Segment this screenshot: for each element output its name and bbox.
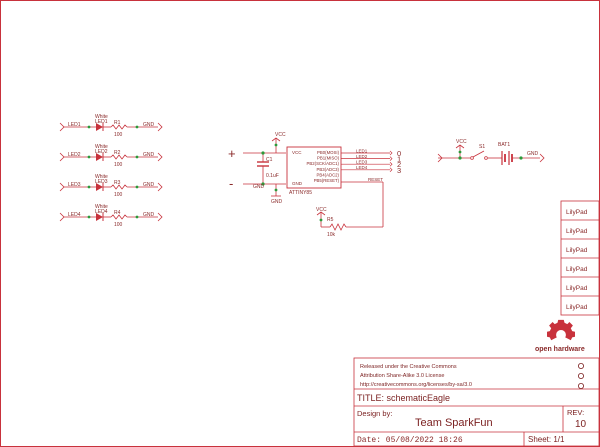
mcu-pad-number: 0	[397, 149, 401, 158]
mcu-net-label: RESET	[368, 177, 383, 182]
led-res-ref: R2	[114, 150, 121, 156]
switch-ref: S1	[479, 144, 485, 150]
logo-text: open hardware	[535, 346, 585, 353]
mcu-pin-label: PB3(ADC3)	[317, 167, 340, 172]
mcu-vcc-pin: VCC	[292, 150, 302, 155]
power-vcc-label: VCC	[456, 139, 467, 145]
led-res-ref: R1	[114, 120, 121, 126]
mcu-name: ATTINY85	[289, 190, 312, 196]
lilypad-label: LilyPad	[566, 285, 588, 292]
lilypad-label: LilyPad	[566, 228, 588, 235]
led-color-label: White	[95, 114, 108, 120]
led-gnd-label: GND	[143, 122, 155, 128]
led-net-label: LED4	[68, 212, 81, 218]
cap-gnd-label: GND	[253, 184, 265, 190]
mcu-pin-label: PB5(RESET)	[314, 178, 340, 183]
led-net-label: LED1	[68, 122, 81, 128]
decoupling-capacitor: + - C1 0.1uF GND	[228, 146, 286, 191]
cap-plus-sign: +	[228, 146, 236, 161]
mcu-pin-label: PB4(ADC2)	[317, 172, 340, 177]
mcu-pad-number: 3	[397, 166, 401, 175]
led-res-value: 100	[114, 132, 123, 138]
mcu-gnd-bottom-label: GND	[271, 199, 283, 205]
led-res-ref: R4	[114, 210, 121, 216]
license-line-2: Attribution Share-Alike 3.0 License	[360, 373, 444, 379]
power-switch-battery: VCC S1 BAT1 GND	[437, 139, 545, 165]
mcu-pad-number: 1	[397, 155, 401, 164]
led-res-value: 100	[114, 222, 123, 228]
led-net-label: LED3	[68, 182, 81, 188]
mcu-pin-label: PB0(MOSI)	[317, 150, 340, 155]
mcu-pin-label: PB2(SCK/ADC1)	[307, 161, 340, 166]
title-text: TITLE: schematicEagle	[357, 393, 450, 403]
lilypad-column: LilyPadLilyPadLilyPadLilyPadLilyPadLilyP…	[560, 200, 600, 316]
mcu-net-label: LED1	[356, 148, 368, 153]
mcu-net-label: LED2	[356, 154, 368, 159]
lilypad-label: LilyPad	[566, 209, 588, 216]
mcu-net-label: LED3	[356, 160, 368, 165]
reset-res-value: 10k	[327, 232, 336, 238]
cc-icons	[578, 362, 585, 389]
led-net-label: LED2	[68, 152, 81, 158]
date-text: Date: 05/08/2022 18:26	[357, 436, 463, 445]
designer-name: Team SparkFun	[415, 417, 493, 429]
led-res-ref: R3	[114, 180, 121, 186]
mcu-pin-list: PB0(MOSI)PB1(MISO)PB2(SCK/ADC1)PB3(ADC3)…	[307, 150, 340, 183]
reset-res-ref: R5	[327, 217, 334, 223]
led-color-label: White	[95, 204, 108, 210]
battery-ref: BAT1	[498, 142, 510, 148]
sheet-text: Sheet: 1/1	[528, 435, 565, 444]
cap-value: 0.1uF	[266, 173, 279, 179]
open-hardware-logo: open hardware	[535, 319, 585, 353]
led-gnd-label: GND	[143, 212, 155, 218]
led-color-label: White	[95, 174, 108, 180]
reset-pullup: VCC R5 10k	[316, 207, 383, 238]
led-gnd-label: GND	[143, 152, 155, 158]
rev-label: REV:	[567, 408, 584, 417]
mcu-pin-label: PB1(MISO)	[317, 156, 340, 161]
title-block: Released under the Creative Commons Attr…	[353, 357, 600, 447]
design-by-label: Design by:	[357, 409, 392, 418]
mcu-net-label: LED4	[356, 165, 368, 170]
led-res-value: 100	[114, 162, 123, 168]
mcu-gnd-pin: GND	[292, 181, 303, 186]
rev-value: 10	[575, 419, 587, 430]
attiny85-chip: VCC GND VCC GND ATTINY85 PB0(MOSI)PB1(MI…	[271, 132, 401, 227]
lilypad-label: LilyPad	[566, 266, 588, 273]
cap-ref: C1	[266, 157, 273, 163]
led-ref-label: LED3	[95, 179, 108, 185]
cap-minus-sign: -	[229, 176, 233, 191]
led-gnd-label: GND	[143, 182, 155, 188]
led-ref-label: LED4	[95, 209, 108, 215]
led-ref-label: LED2	[95, 149, 108, 155]
license-line-1: Released under the Creative Commons	[360, 364, 457, 370]
power-gnd-label: GND	[527, 151, 539, 157]
lilypad-label: LilyPad	[566, 247, 588, 254]
lilypad-label: LilyPad	[566, 304, 588, 311]
license-line-3: http://creativecommons.org/licenses/by-s…	[360, 382, 472, 388]
mcu-vcc-top-label: VCC	[275, 132, 286, 138]
led-res-value: 100	[114, 192, 123, 198]
reset-vcc-label: VCC	[316, 207, 327, 213]
led-color-label: White	[95, 144, 108, 150]
mcu-pad-number: 2	[397, 160, 401, 169]
led-ref-label: LED1	[95, 119, 108, 125]
